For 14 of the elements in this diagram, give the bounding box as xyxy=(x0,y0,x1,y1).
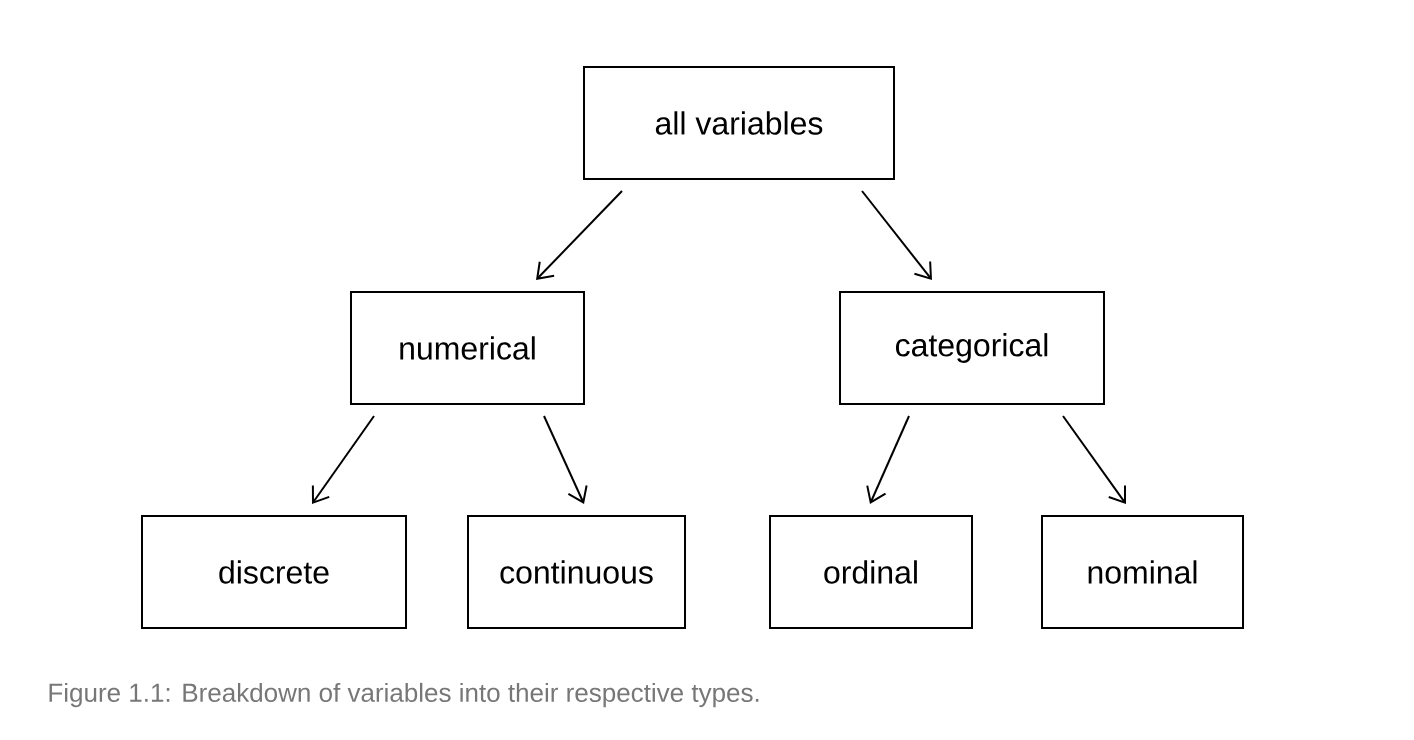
arrow xyxy=(866,415,910,504)
arrow xyxy=(1062,415,1126,504)
arrow xyxy=(311,415,375,504)
box: numerical xyxy=(350,291,585,405)
arrow xyxy=(543,415,588,504)
box: continuous xyxy=(467,515,686,629)
box: all variables xyxy=(583,66,895,180)
box: nominal xyxy=(1041,515,1244,629)
caption: Figure 1.1: Breakdown of variables into their respective types. xyxy=(49,682,759,708)
box: categorical xyxy=(839,291,1105,405)
arrow xyxy=(861,190,932,280)
box: ordinal xyxy=(769,515,973,629)
arrow xyxy=(536,190,623,280)
box: discrete xyxy=(141,515,407,629)
